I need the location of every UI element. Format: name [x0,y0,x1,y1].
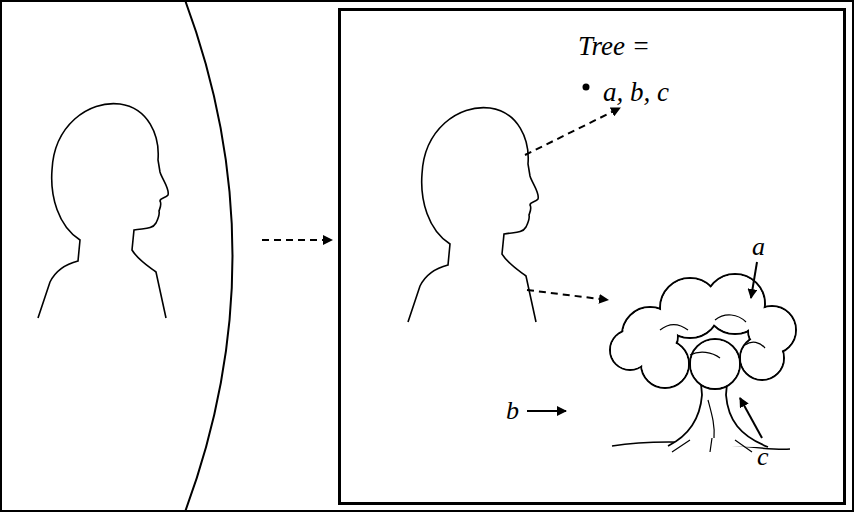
leader-arrow [527,410,566,412]
attribute-list: a, b, c [603,79,669,106]
concept-heading: Tree = [578,33,650,60]
frame-box: Tree = a, b, c [338,8,846,505]
leader-arrow [751,262,757,298]
head-silhouette [38,104,168,318]
leader-arrow [740,398,762,438]
boundary-arc [185,0,233,512]
dashed-arrow [262,239,332,241]
tree-drawing [610,274,796,452]
head-silhouette [408,108,538,322]
part-label: b [506,398,519,424]
part-label: a [752,234,765,260]
dashed-arrow [525,108,620,155]
dashed-arrow [527,290,608,300]
bullet [583,84,590,91]
part-label: c [757,444,769,470]
